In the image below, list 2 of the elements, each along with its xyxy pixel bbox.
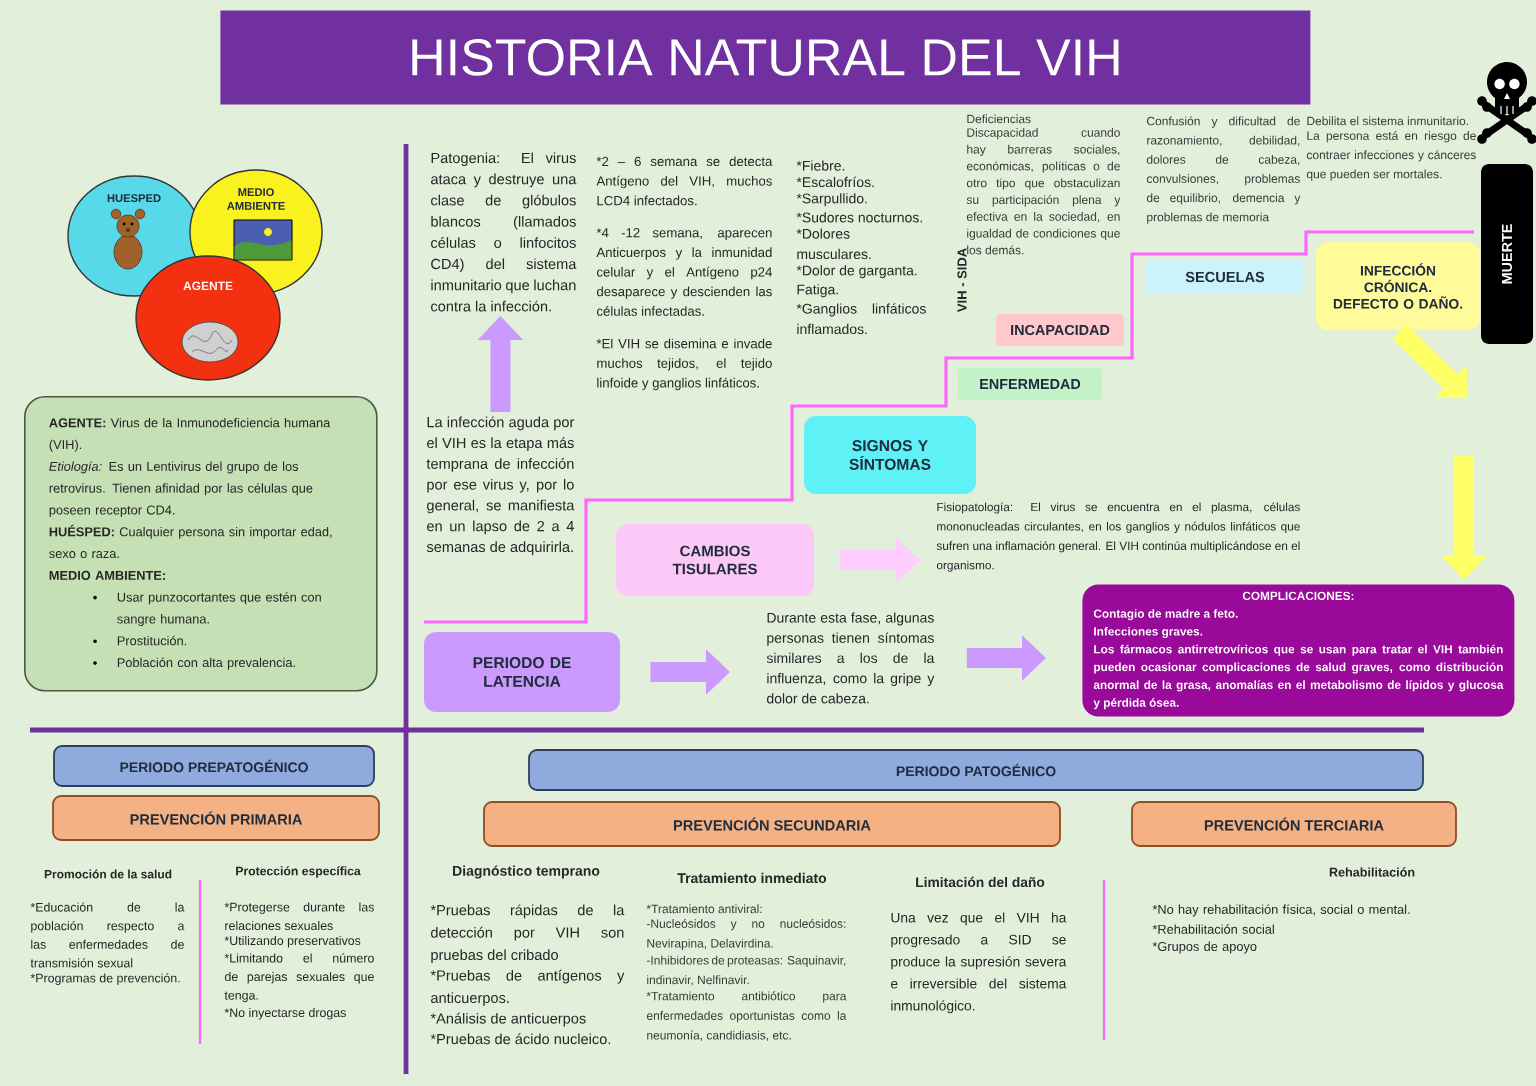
block-arrow	[1392, 324, 1468, 398]
title-banner: HISTORIA NATURAL DEL VIH	[220, 10, 1311, 105]
